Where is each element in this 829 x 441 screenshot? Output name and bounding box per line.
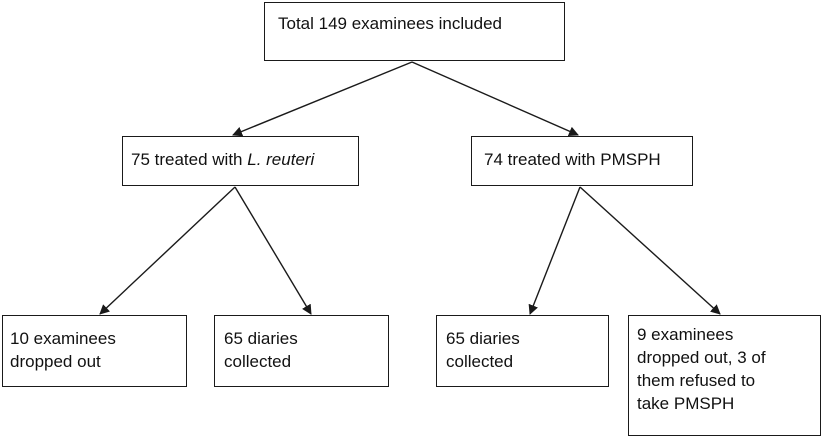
right-dropout-box: 9 examinees dropped out, 3 of them refus… xyxy=(628,315,821,436)
right-dropout-line-1: 9 examinees xyxy=(637,325,734,344)
arrow-left-arm-to-dropout xyxy=(99,186,236,315)
right-collected-line-1: 65 diaries xyxy=(446,329,520,348)
root-label: Total 149 examinees included xyxy=(278,14,502,33)
left-dropout-line-2: dropped out xyxy=(10,352,101,371)
arrow-root-to-right-arm xyxy=(411,61,579,136)
right-dropout-line-3: them refused to xyxy=(637,371,756,390)
left-arm-species: L. reuteri xyxy=(247,150,315,169)
arrow-root-to-left-arm xyxy=(232,61,413,137)
arrow-right-arm-to-collected xyxy=(528,186,581,315)
left-dropout-line-1: 10 examinees xyxy=(10,329,116,348)
arrow-left-arm-to-collected xyxy=(234,186,312,315)
left-dropout-box: 10 examinees dropped out xyxy=(2,315,187,387)
right-dropout-line-4: take PMSPH xyxy=(637,394,735,413)
left-collected-line-1: 65 diaries xyxy=(224,329,298,348)
right-dropout-line-2: dropped out, 3 of xyxy=(637,348,766,367)
left-arm-label: 75 treated with L. reuteri xyxy=(131,148,358,171)
right-collected-line-2: collected xyxy=(446,352,514,371)
left-arm-prefix: 75 treated with xyxy=(131,150,248,169)
right-arm-box: 74 treated with PMSPH xyxy=(471,136,693,186)
left-arm-box: 75 treated with L. reuteri xyxy=(122,136,359,186)
left-collected-box: 65 diaries collected xyxy=(214,315,389,387)
right-collected-box: 65 diaries collected xyxy=(436,315,609,387)
root-box: Total 149 examinees included xyxy=(264,2,565,61)
arrow-right-arm-to-dropout xyxy=(579,186,721,315)
left-collected-line-2: collected xyxy=(224,352,292,371)
right-arm-label: 74 treated with PMSPH xyxy=(484,150,661,169)
